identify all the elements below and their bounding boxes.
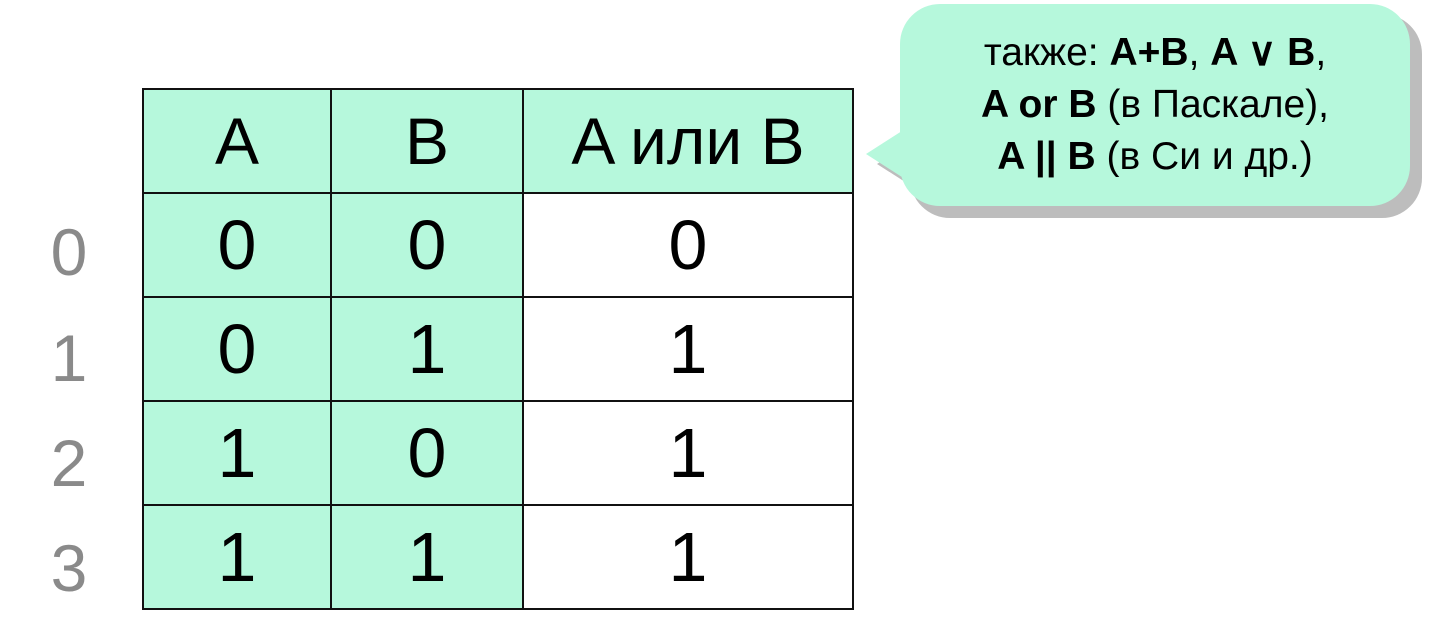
callout-separator: , xyxy=(1188,31,1211,74)
callout-note-c: (в Си и др.) xyxy=(1095,135,1313,178)
table-header-row: A B A или B xyxy=(142,88,854,194)
cell-a: 1 xyxy=(142,400,332,506)
cell-a: 0 xyxy=(142,296,332,402)
callout-note-pascal: (в Паскале), xyxy=(1096,83,1330,126)
table-row: 0 1 1 xyxy=(142,296,854,402)
header-a: A xyxy=(142,88,332,194)
cell-b: 0 xyxy=(330,192,524,298)
table-row: 0 0 0 xyxy=(142,192,854,298)
table-row: 1 1 1 xyxy=(142,504,854,610)
callout-expr-vee: A ∨ B xyxy=(1210,31,1316,74)
header-b: B xyxy=(330,88,524,194)
callout-expr-c: A || B xyxy=(997,135,1096,178)
callout-expr-plus: A+B xyxy=(1109,31,1189,74)
callout-bubble: также: A+B, A ∨ B, A or B (в Паскале), A… xyxy=(900,4,1410,206)
cell-a: 0 xyxy=(142,192,332,298)
table-row: 1 0 1 xyxy=(142,400,854,506)
callout-line-1: также: A+B, A ∨ B, xyxy=(984,27,1326,79)
cell-result: 1 xyxy=(522,400,854,506)
cell-result: 1 xyxy=(522,504,854,610)
cell-b: 0 xyxy=(330,400,524,506)
callout-line-3: A || B (в Си и др.) xyxy=(997,131,1312,183)
callout-line-2: A or B (в Паскале), xyxy=(981,79,1329,131)
row-index: 2 xyxy=(50,426,88,500)
cell-a: 1 xyxy=(142,504,332,610)
row-index: 1 xyxy=(50,321,88,395)
callout-expr-pascal: A or B xyxy=(980,83,1097,126)
cell-result: 0 xyxy=(522,192,854,298)
truth-table: A B A или B 0 0 0 0 1 1 1 0 1 1 1 1 xyxy=(142,88,854,610)
row-index: 0 xyxy=(50,215,88,289)
cell-result: 1 xyxy=(522,296,854,402)
cell-b: 1 xyxy=(330,296,524,402)
row-index: 3 xyxy=(50,531,88,605)
header-a-or-b: A или B xyxy=(522,88,854,194)
callout-lead-text: также: xyxy=(983,31,1110,74)
callout-comma: , xyxy=(1315,31,1327,74)
cell-b: 1 xyxy=(330,504,524,610)
